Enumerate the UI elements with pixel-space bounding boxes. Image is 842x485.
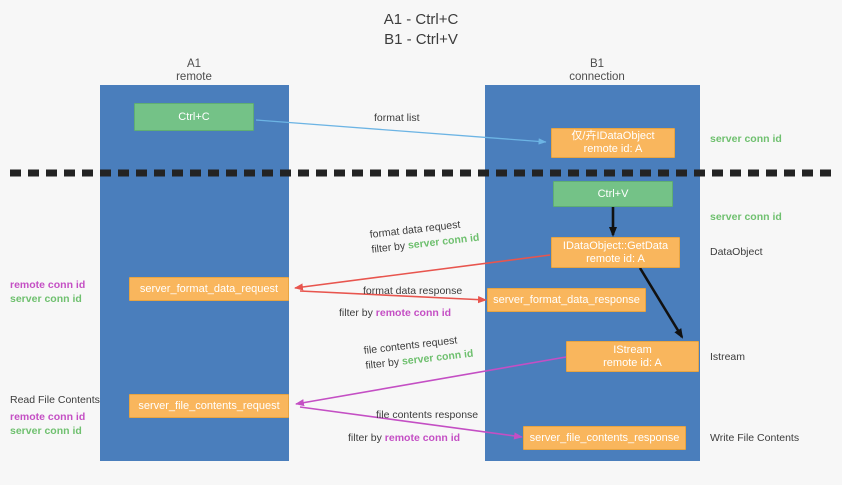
node-server-file-contents-response-label: server_file_contents_response xyxy=(529,431,680,444)
title-line-1: A1 - Ctrl+C xyxy=(383,11,459,28)
edge-label-format-list: format list xyxy=(374,111,420,126)
node-idataobject[interactable]: 仅/卉IDataObject remote id: A xyxy=(551,128,675,158)
node-idataobject-line2: remote id: A xyxy=(583,143,643,155)
lane-header-a1: A1 remote xyxy=(114,58,274,84)
lane-header-a1-name: A1 xyxy=(186,58,202,70)
edge-label-format-data-response-line2: filter by remote conn id xyxy=(339,306,462,321)
node-istream-line2: remote id: A xyxy=(603,356,662,369)
fdreq-prefix: filter by xyxy=(370,239,409,256)
node-ctrl-v-label: Ctrl+V xyxy=(597,187,629,200)
fdres-prefix: filter by xyxy=(339,307,376,319)
lane-header-b1-sub: connection xyxy=(569,71,625,83)
left-server-conn-id-a: server conn id xyxy=(10,293,82,305)
node-server-file-contents-response[interactable]: server_file_contents_response xyxy=(523,426,686,450)
node-ctrl-c-label: Ctrl+C xyxy=(178,110,210,123)
right-server-conn-id-mid: server conn id xyxy=(710,211,782,223)
fcres-key: remote conn id xyxy=(384,432,461,444)
fdres-key: remote conn id xyxy=(375,307,452,319)
node-idataobject-getdata[interactable]: IDataObject::GetData remote id: A xyxy=(551,237,680,268)
lane-header-b1-name: B1 xyxy=(589,58,605,70)
node-istream-line1: IStream xyxy=(613,343,652,356)
right-server-conn-id-top: server conn id xyxy=(710,133,782,145)
edge-label-file-contents-request: file contents request filter by server c… xyxy=(363,332,474,374)
edge-label-format-data-response: format data response filter by remote co… xyxy=(339,284,463,321)
edge-label-format-data-request: format data request filter by server con… xyxy=(369,216,480,258)
right-label-dataobject: DataObject xyxy=(710,246,763,258)
node-getdata-line2: remote id: A xyxy=(586,252,645,265)
node-ctrl-v[interactable]: Ctrl+V xyxy=(553,181,673,207)
fcreq-prefix: filter by xyxy=(364,355,403,372)
right-label-istream: Istream xyxy=(710,351,746,363)
node-server-file-contents-request-label: server_file_contents_request xyxy=(138,399,280,412)
node-istream[interactable]: IStream remote id: A xyxy=(566,341,699,372)
right-label-write-file-contents: Write File Contents xyxy=(710,432,800,444)
fcres-prefix: filter by xyxy=(348,432,385,444)
left-remote-conn-id-b: remote conn id xyxy=(10,411,86,423)
left-annotation-read-file-contents: Read File Contents remote conn id server… xyxy=(10,393,100,438)
left-remote-conn-id-a: remote conn id xyxy=(10,279,86,291)
node-server-format-data-response[interactable]: server_format_data_response xyxy=(487,288,646,312)
title-line-2: B1 - Ctrl+V xyxy=(384,31,458,48)
node-idataobject-line1: 仅/卉IDataObject xyxy=(571,130,655,142)
left-server-conn-id-b: server conn id xyxy=(10,425,82,437)
lane-header-b1: B1 connection xyxy=(517,58,677,84)
node-server-format-data-request-label: server_format_data_request xyxy=(139,282,279,295)
node-ctrl-c[interactable]: Ctrl+C xyxy=(134,103,254,131)
node-server-format-data-response-label: server_format_data_response xyxy=(493,293,640,306)
node-server-file-contents-request[interactable]: server_file_contents_request xyxy=(129,394,289,418)
page-title: A1 - Ctrl+C B1 - Ctrl+V xyxy=(0,10,842,50)
edge-label-file-contents-response-line1: file contents response xyxy=(376,409,479,421)
node-server-format-data-request[interactable]: server_format_data_request xyxy=(129,277,289,301)
lane-header-a1-sub: remote xyxy=(176,71,212,83)
left-read-file-contents: Read File Contents xyxy=(10,394,100,406)
edge-label-format-list-text: format list xyxy=(374,112,420,124)
edge-label-format-data-response-line1: format data response xyxy=(363,285,463,297)
edge-label-file-contents-response-line2: filter by remote conn id xyxy=(348,431,478,446)
left-annotation-format-keys: remote conn id server conn id xyxy=(10,278,85,306)
edge-label-file-contents-response: file contents response filter by remote … xyxy=(348,408,479,446)
node-getdata-line1: IDataObject::GetData xyxy=(562,239,669,252)
